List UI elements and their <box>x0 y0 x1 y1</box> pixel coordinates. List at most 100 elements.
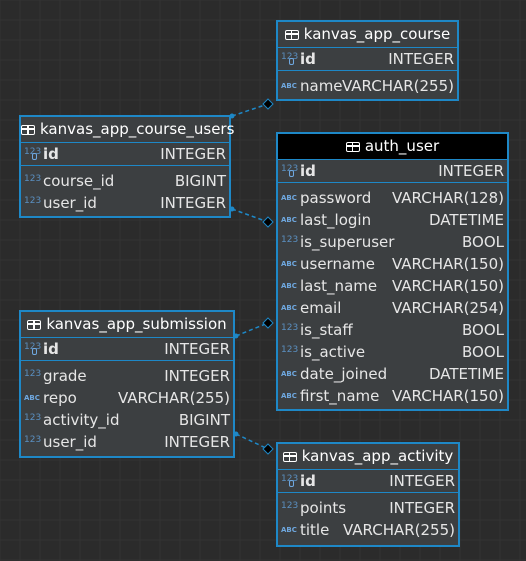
entity-title: kanvas_app_course_users <box>40 120 235 138</box>
column-type: VARCHAR(150) <box>391 255 504 273</box>
column-type: INTEGER <box>389 472 455 490</box>
entity-kanvas-app-course-users[interactable]: kanvas_app_course_users 123 id INTEGER 1… <box>19 115 235 218</box>
column-type: BOOL <box>462 343 504 361</box>
column-type: VARCHAR(150) <box>391 387 504 405</box>
column-name: date_joined <box>300 365 388 383</box>
column-row[interactable]: 123 points INTEGER <box>278 497 458 519</box>
text-icon: ABC <box>281 392 297 400</box>
column-name: is_staff <box>300 321 353 339</box>
table-icon <box>21 125 35 135</box>
column-row[interactable]: ABC date_joined DATETIME <box>278 363 507 385</box>
numeric-key-icon: 123 <box>281 471 299 491</box>
numeric-icon: 123 <box>281 345 299 355</box>
numeric-icon: 123 <box>24 196 42 206</box>
column-type: BOOL <box>462 321 504 339</box>
column-row[interactable]: ABC username VARCHAR(150) <box>278 253 507 275</box>
column-name: points <box>300 499 347 517</box>
column-type: VARCHAR(255) <box>341 77 454 95</box>
column-name: is_active <box>300 343 366 361</box>
numeric-key-icon: 123 <box>24 144 42 164</box>
header-divider <box>21 337 233 338</box>
column-type: INTEGER <box>160 194 226 212</box>
text-icon: ABC <box>281 526 297 534</box>
column-type: BIGINT <box>174 172 226 190</box>
entity-kanvas-app-course[interactable]: kanvas_app_course 123 id INTEGER ABC nam… <box>276 20 459 101</box>
column-row[interactable]: ABC last_name VARCHAR(150) <box>278 275 507 297</box>
pk-divider <box>21 360 233 361</box>
column-row[interactable]: ABC name VARCHAR(255) <box>278 75 457 97</box>
column-name: last_name <box>300 277 378 295</box>
pk-row[interactable]: 123 id INTEGER <box>278 48 457 70</box>
column-name: user_id <box>43 194 97 212</box>
column-type: VARCHAR(255) <box>342 521 455 539</box>
pk-row[interactable]: 123 id INTEGER <box>21 143 229 165</box>
numeric-key-icon: 123 <box>24 339 42 359</box>
column-row[interactable]: ABC title VARCHAR(255) <box>278 519 458 541</box>
header-divider <box>278 469 458 470</box>
column-row[interactable]: 123 grade INTEGER <box>21 365 233 387</box>
table-icon <box>284 30 299 40</box>
text-icon: ABC <box>281 216 297 224</box>
column-name: id <box>300 472 316 490</box>
table-icon <box>27 320 42 330</box>
table-icon <box>282 452 297 462</box>
pk-divider <box>278 492 458 493</box>
column-row[interactable]: ABC first_name VARCHAR(150) <box>278 385 507 407</box>
column-row[interactable]: 123 course_id BIGINT <box>21 170 229 192</box>
column-row[interactable]: 123 is_staff BOOL <box>278 319 507 341</box>
column-row[interactable]: 123 is_superuser BOOL <box>278 231 507 253</box>
entity-kanvas-app-activity[interactable]: kanvas_app_activity 123 id INTEGER 123 p… <box>276 442 460 547</box>
column-row[interactable]: 123 activity_id BIGINT <box>21 409 233 431</box>
text-icon: ABC <box>281 82 297 90</box>
column-row[interactable]: ABC last_login DATETIME <box>278 209 507 231</box>
column-name: last_login <box>300 211 372 229</box>
column-type: INTEGER <box>160 145 226 163</box>
text-icon: ABC <box>281 282 297 290</box>
column-type: INTEGER <box>164 367 230 385</box>
column-type: INTEGER <box>388 50 454 68</box>
column-name: email <box>300 299 342 317</box>
pk-divider <box>21 165 229 166</box>
entity-auth-user[interactable]: auth_user 123 id INTEGER ABC password VA… <box>276 132 509 411</box>
column-name: id <box>300 162 316 180</box>
pk-row[interactable]: 123 id INTEGER <box>278 470 458 492</box>
pk-divider <box>278 182 507 183</box>
column-type: VARCHAR(150) <box>391 277 504 295</box>
column-name: first_name <box>300 387 380 405</box>
column-row[interactable]: ABC email VARCHAR(254) <box>278 297 507 319</box>
entity-title: auth_user <box>364 137 440 155</box>
column-type: INTEGER <box>438 162 504 180</box>
column-name: title <box>300 521 330 539</box>
entity-title: kanvas_app_submission <box>46 315 227 333</box>
numeric-icon: 123 <box>281 501 299 511</box>
numeric-icon: 123 <box>24 369 42 379</box>
entity-header: auth_user <box>278 134 507 159</box>
column-type: BOOL <box>462 233 504 251</box>
entity-kanvas-app-submission[interactable]: kanvas_app_submission 123 id INTEGER 123… <box>19 310 235 458</box>
column-row[interactable]: ABC password VARCHAR(128) <box>278 187 507 209</box>
column-type: INTEGER <box>389 499 455 517</box>
column-row[interactable]: 123 user_id INTEGER <box>21 431 233 453</box>
column-name: id <box>300 50 316 68</box>
text-icon: ABC <box>281 260 297 268</box>
column-name: password <box>300 189 372 207</box>
entity-header: kanvas_app_course <box>278 22 457 47</box>
header-divider <box>278 47 457 48</box>
column-name: grade <box>43 367 87 385</box>
column-row[interactable]: ABC repo VARCHAR(255) <box>21 387 233 409</box>
table-icon <box>345 142 360 152</box>
column-type: INTEGER <box>164 340 230 358</box>
entity-header: kanvas_app_submission <box>21 312 233 337</box>
pk-row[interactable]: 123 id INTEGER <box>278 160 507 182</box>
entity-header: kanvas_app_activity <box>278 444 458 469</box>
column-name: username <box>300 255 375 273</box>
column-name: course_id <box>43 172 115 190</box>
text-icon: ABC <box>281 304 297 312</box>
column-type: DATETIME <box>428 211 504 229</box>
column-type: VARCHAR(254) <box>391 299 504 317</box>
column-name: repo <box>43 389 77 407</box>
column-row[interactable]: 123 is_active BOOL <box>278 341 507 363</box>
numeric-icon: 123 <box>281 235 299 245</box>
column-row[interactable]: 123 user_id INTEGER <box>21 192 229 214</box>
pk-row[interactable]: 123 id INTEGER <box>21 338 233 360</box>
